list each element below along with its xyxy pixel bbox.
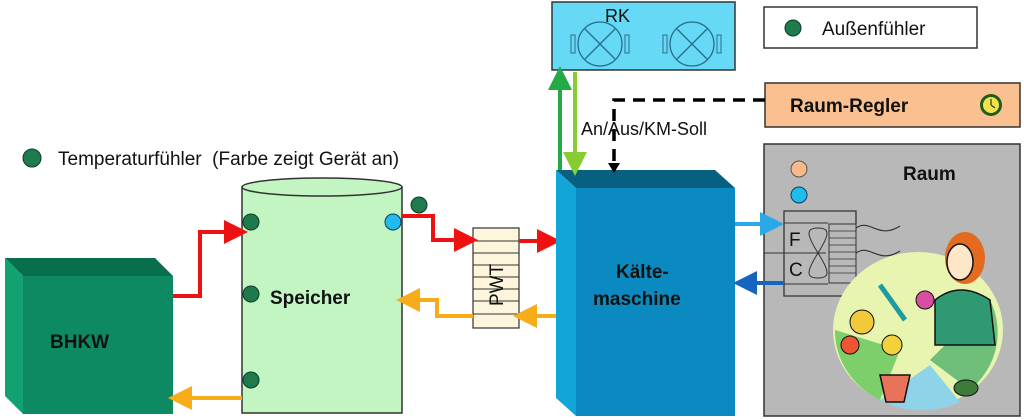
storage-label: Speicher bbox=[270, 288, 351, 309]
hot-flow-pipe bbox=[173, 220, 248, 298]
legend-temp-sensor: Temperaturfühler (Farbe zeigt Gerät an) bbox=[22, 148, 399, 170]
chiller-label-line2: maschine bbox=[593, 289, 681, 310]
fan-coil-label-c: C bbox=[789, 260, 803, 281]
legend-outdoor-label: Außenfühler bbox=[822, 19, 926, 40]
control-signal-arrow bbox=[608, 163, 620, 173]
recooler: RK bbox=[551, 1, 736, 71]
temp-sensor bbox=[242, 371, 260, 389]
chp-front bbox=[23, 276, 173, 414]
room-sensor-blue bbox=[790, 186, 808, 204]
temp-sensor-chiller bbox=[384, 213, 402, 231]
heat-exchanger-box bbox=[472, 227, 520, 329]
legend-outdoor-sensor: Außenfühler bbox=[763, 6, 978, 49]
chp-side bbox=[5, 258, 23, 414]
chp-unit: BHKW bbox=[5, 258, 173, 414]
chp-label: BHKW bbox=[50, 332, 109, 353]
sensor-icon bbox=[22, 148, 42, 168]
control-signal-label: An/Aus/KM-Soll bbox=[581, 119, 707, 139]
room-controller[interactable]: Raum-Regler bbox=[764, 82, 1021, 128]
storage-top bbox=[241, 177, 403, 197]
temp-sensor bbox=[242, 213, 260, 231]
chiller-side bbox=[556, 170, 576, 416]
temp-sensor bbox=[242, 285, 260, 303]
storage-tank: Speicher bbox=[241, 177, 428, 414]
heat-exchanger-label: PWT bbox=[487, 263, 508, 306]
chp-top bbox=[5, 258, 173, 276]
chiller-top bbox=[556, 170, 735, 188]
temp-sensor bbox=[410, 196, 428, 214]
recooler-label: RK bbox=[605, 6, 630, 26]
return-flow-pipe bbox=[396, 288, 473, 318]
room-sensor-orange bbox=[790, 160, 808, 178]
room-controller-label: Raum-Regler bbox=[790, 96, 909, 117]
room-controller-box[interactable] bbox=[764, 82, 1021, 128]
chiller-label-line1: Kälte- bbox=[616, 262, 669, 283]
recooler-box bbox=[551, 1, 736, 71]
control-signal-line bbox=[612, 98, 765, 162]
fan-icon bbox=[662, 21, 722, 67]
fan-blade-icon bbox=[808, 227, 828, 279]
sensor-icon bbox=[784, 19, 802, 37]
heat-exchanger: PWT bbox=[472, 227, 520, 329]
chiller-front bbox=[576, 188, 735, 416]
person-with-flowers-illustration bbox=[833, 232, 1003, 411]
room: Raum F C bbox=[763, 143, 1021, 417]
fan-icon bbox=[570, 21, 630, 67]
storage-body bbox=[241, 186, 403, 414]
fan-coil-label-f: F bbox=[789, 230, 801, 251]
hot-flow-pipe bbox=[402, 214, 478, 252]
room-label: Raum bbox=[903, 164, 956, 185]
chiller: Kälte- maschine bbox=[556, 170, 735, 416]
clock-icon bbox=[980, 94, 1002, 116]
legend-temp-label: Temperaturfühler (Farbe zeigt Gerät an) bbox=[58, 149, 399, 170]
